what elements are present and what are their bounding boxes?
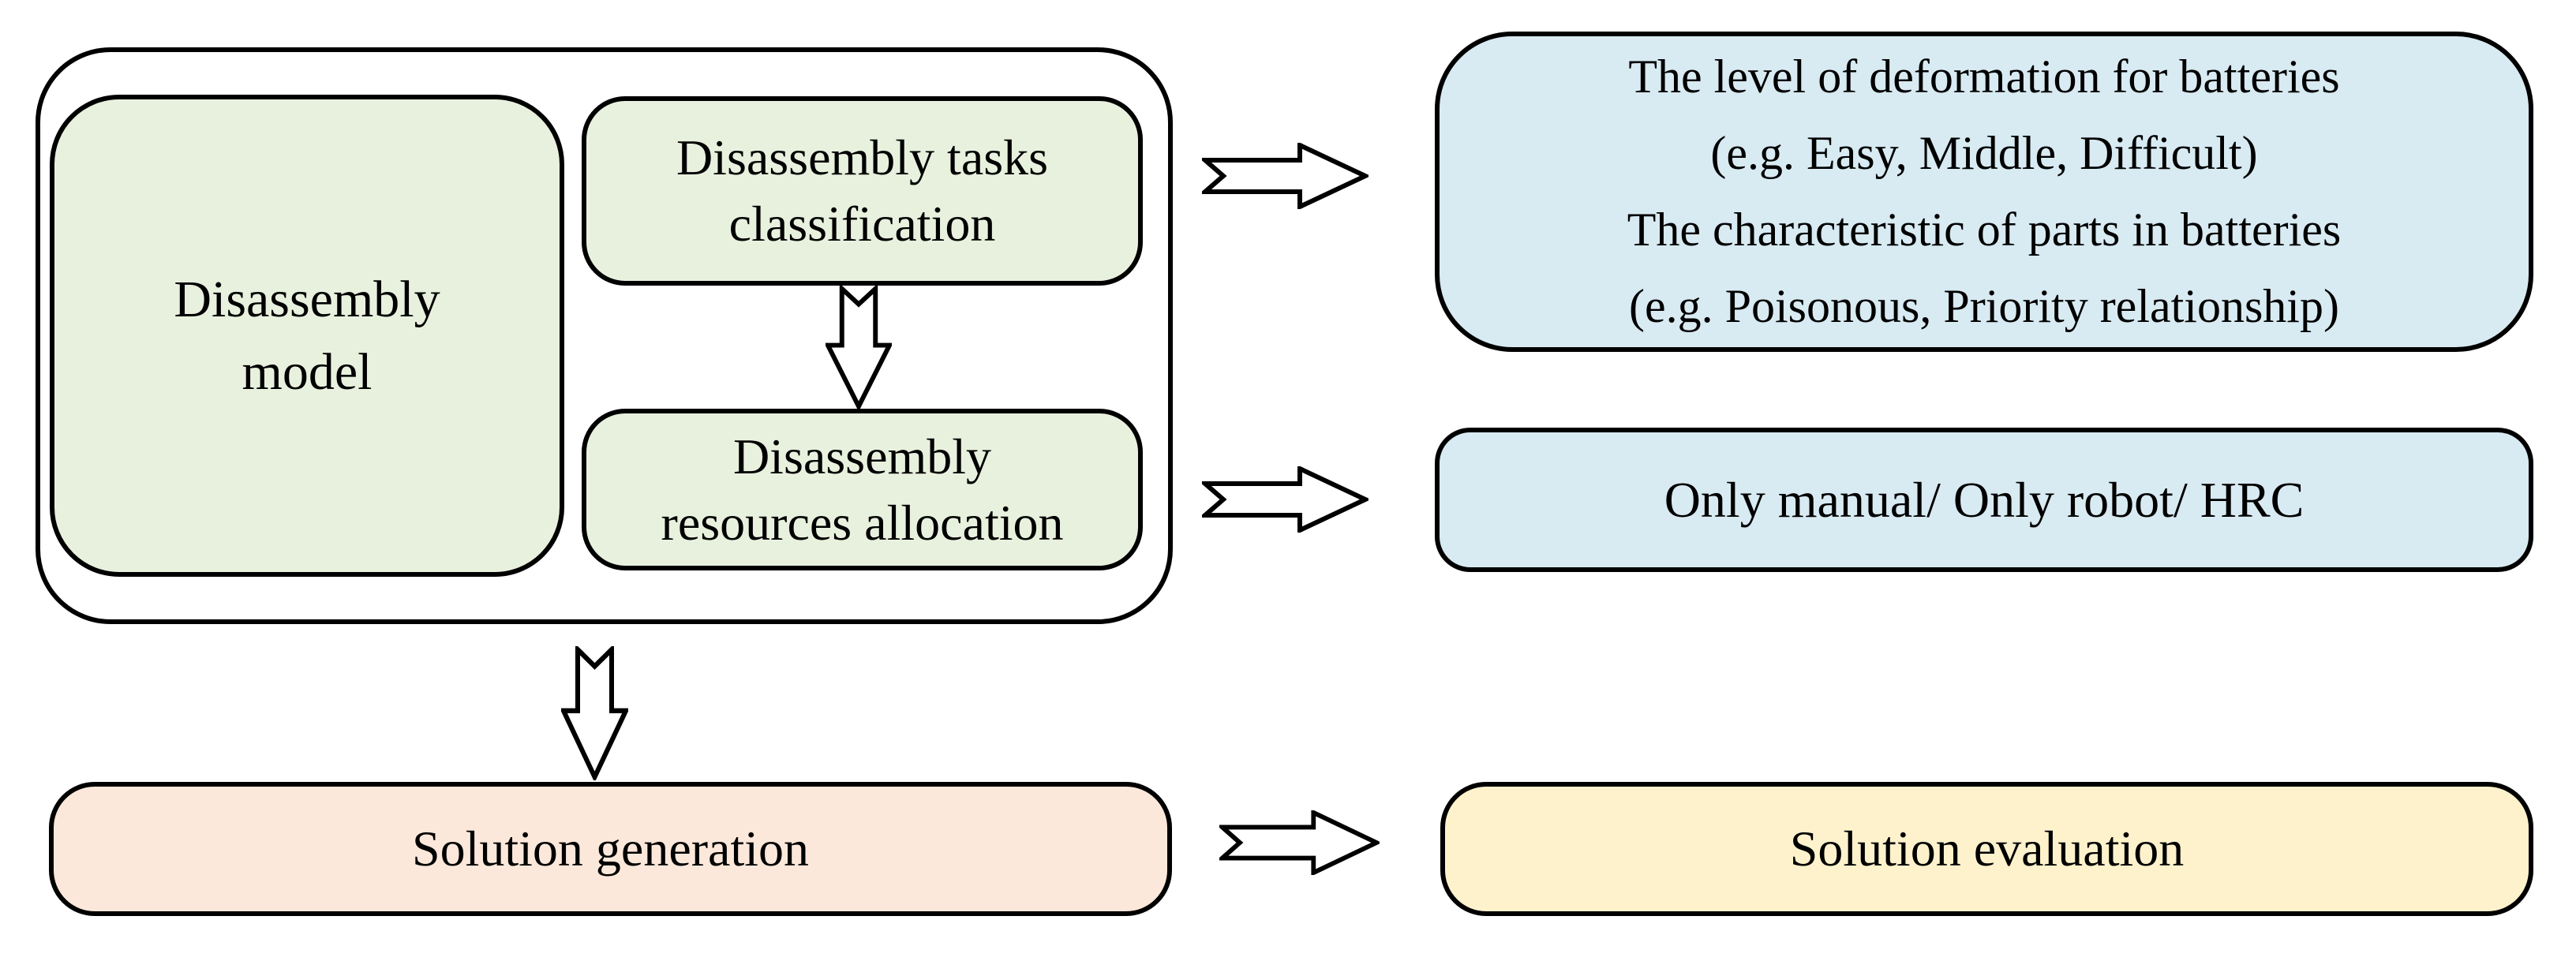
solution-evaluation-label: Solution evaluation (1789, 821, 2185, 877)
arrow-right-to-deformation-info-icon (1202, 143, 1368, 209)
arrow-down-to-solution-generation-icon (561, 646, 628, 780)
deformation-info-line-3: The characteristic of parts in batteries (1627, 204, 2342, 256)
arrow-down-tasks-to-resources-icon (826, 286, 892, 409)
box-disassembly-tasks-classification: Disassembly tasks classification (582, 96, 1143, 286)
box-solution-generation: Solution generation (49, 782, 1172, 916)
box-resources-line-1: Disassembly (732, 428, 992, 484)
box-tasks-line-2: classification (728, 196, 996, 252)
box-disassembly-model-line-1: Disassembly (174, 270, 440, 328)
box-battery-deformation-info: The level of deformation for batteries (… (1435, 32, 2533, 352)
box-solution-evaluation: Solution evaluation (1440, 782, 2533, 916)
deformation-info-line-2: (e.g. Easy, Middle, Difficult) (1710, 127, 2258, 179)
box-resources-line-2: resources allocation (661, 494, 1064, 551)
solution-generation-label: Solution generation (411, 821, 810, 877)
box-disassembly-model-line-2: model (242, 342, 373, 401)
deformation-info-line-4: (e.g. Poisonous, Priority relationship) (1629, 280, 2339, 332)
box-tasks-line-1: Disassembly tasks (676, 129, 1049, 185)
box-disassembly-resources-allocation: Disassembly resources allocation (582, 409, 1143, 570)
arrow-right-generation-to-evaluation-icon (1219, 810, 1380, 875)
box-resource-modes: Only manual/ Only robot/ HRC (1435, 428, 2533, 572)
resource-modes-line-1: Only manual/ Only robot/ HRC (1664, 471, 2305, 528)
deformation-info-line-1: The level of deformation for batteries (1628, 50, 2340, 103)
box-disassembly-model: Disassembly model (50, 95, 564, 577)
arrow-right-to-resource-modes-icon (1202, 466, 1368, 533)
